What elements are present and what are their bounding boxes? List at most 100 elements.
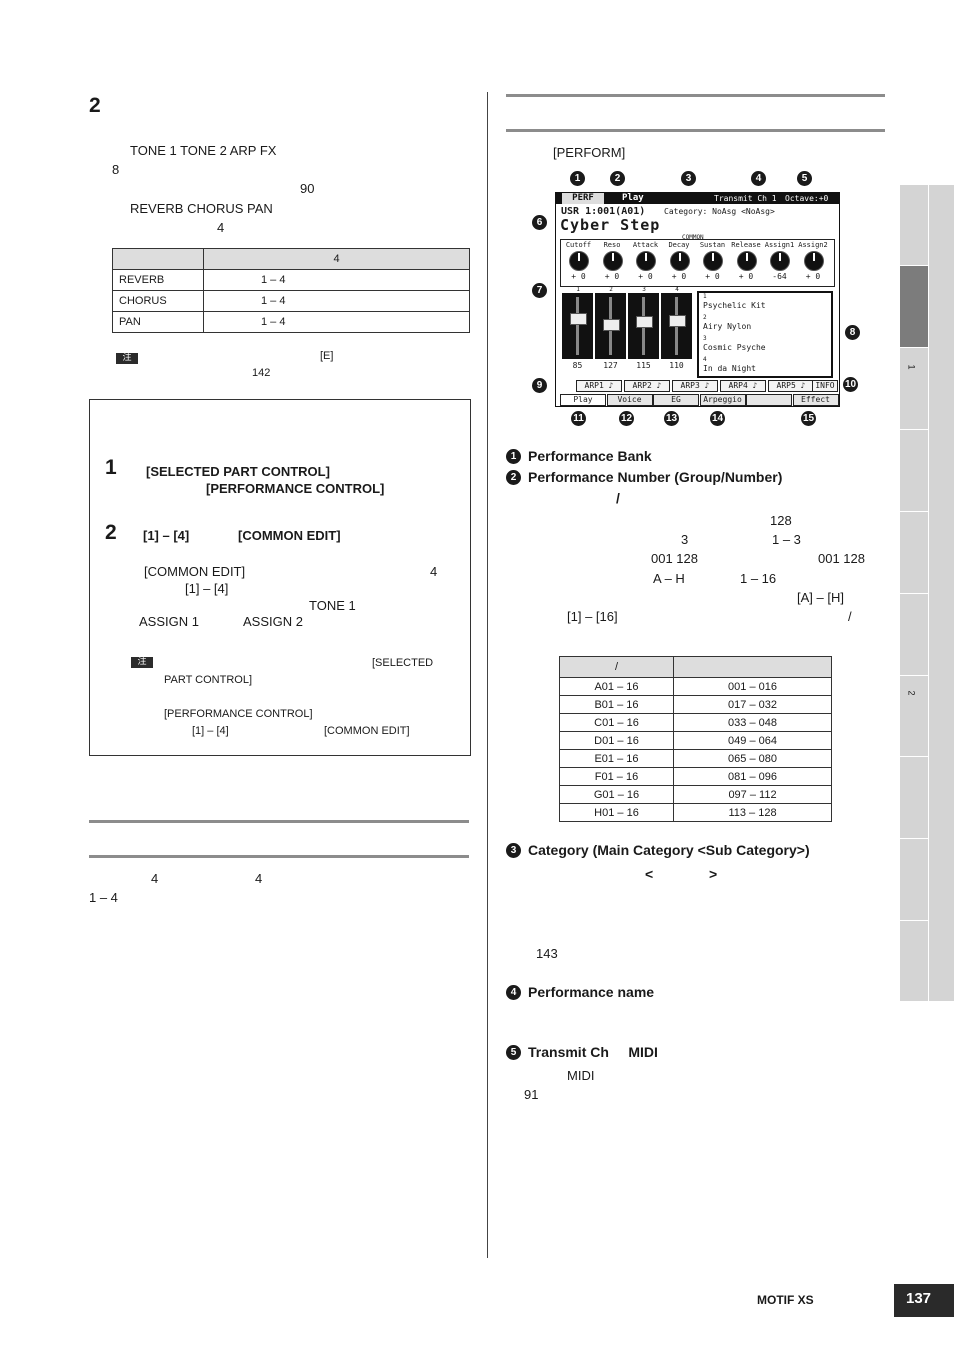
arp-switch[interactable]: ARP4 ♪ [720, 380, 766, 392]
knob-pointer [712, 253, 714, 261]
knob-icon[interactable] [669, 251, 690, 271]
callout-marker: 13 [664, 411, 679, 426]
table-cell: 1 – 4 [203, 269, 470, 291]
step-text: [SELECTED PART CONTROL] [146, 464, 330, 479]
slider-handle[interactable] [603, 319, 620, 331]
item-text: [1] – [16] [567, 609, 618, 624]
step-number: 2 [89, 94, 101, 117]
side-tab[interactable] [900, 839, 928, 921]
knob-icon[interactable] [636, 251, 656, 271]
table-cell: 033 – 048 [673, 713, 832, 732]
slider-value: 127 [603, 361, 618, 370]
side-tab[interactable]: 1 [900, 348, 928, 430]
note-text: [SELECTED [372, 657, 434, 669]
side-tab[interactable] [900, 430, 928, 512]
side-tab[interactable] [900, 185, 928, 266]
slider-value: 110 [669, 361, 684, 370]
table-cell: 065 – 080 [673, 749, 832, 768]
lcd-function-tab[interactable]: EG [653, 394, 699, 406]
page-number-box: 137 [894, 1284, 954, 1317]
voice-name[interactable]: Airy Nylon [703, 322, 752, 331]
lcd-octave: Octave:+0 [785, 194, 829, 203]
side-tab-active[interactable] [900, 266, 928, 348]
lcd-bank-number: USR 1:001(A01) [561, 206, 646, 217]
table-cell: CHORUS [112, 290, 204, 312]
item-heading: Performance Number (Group/Number) [528, 469, 783, 485]
knob-icon[interactable] [770, 251, 790, 271]
body-text: TONE 1 [309, 598, 356, 613]
item-marker: 2 [506, 470, 521, 485]
table-cell: F01 – 16 [559, 767, 674, 786]
lcd-mode-tab: PERF [562, 193, 604, 204]
lcd-function-tab[interactable]: Arpeggio [699, 394, 746, 406]
item-text: / [848, 609, 852, 624]
knob-pointer [611, 253, 614, 261]
side-tab[interactable]: 2 [900, 676, 928, 757]
paragraph-line: 8 [112, 162, 120, 177]
table-header [673, 656, 832, 678]
knob-label: Attack [632, 241, 659, 249]
arp-switch[interactable]: ARP5 ♪ [768, 380, 814, 392]
knob-icon[interactable] [602, 251, 623, 271]
body-text: 4 [151, 871, 159, 886]
voice-name[interactable]: Cosmic Psyche [703, 343, 766, 352]
lcd-function-tab[interactable]: Voice [606, 394, 653, 406]
callout-marker: 5 [797, 171, 812, 186]
side-tab[interactable] [900, 594, 928, 676]
perform-button-ref: [PERFORM] [553, 145, 626, 160]
section-rule [506, 94, 885, 97]
item-text: 001 128 [651, 551, 698, 566]
lcd-function-tab[interactable]: Play [560, 394, 606, 406]
item-text: 143 [536, 946, 558, 961]
table-cell: H01 – 16 [559, 803, 674, 822]
slider-value: 85 [572, 361, 583, 370]
table-cell: 049 – 064 [673, 731, 832, 750]
item-text: [A] – [H] [797, 590, 844, 605]
voice-name[interactable]: Psychelic Kit [703, 301, 766, 310]
lcd-common-label: COMMON [682, 234, 704, 241]
lcd-function-tab[interactable] [746, 394, 792, 406]
callout-marker: 11 [571, 411, 586, 426]
lcd-performance-name: Cyber Step [560, 216, 661, 234]
lcd-function-tab[interactable]: Effect [792, 394, 839, 406]
slider-channel [628, 293, 659, 359]
slider-handle[interactable] [669, 315, 686, 327]
paragraph-line: 4 [217, 220, 225, 235]
slider-handle[interactable] [570, 313, 587, 325]
step-text: [COMMON EDIT] [238, 528, 341, 543]
knob-value: + 0 [571, 272, 586, 281]
part-number: 3 [642, 286, 646, 293]
body-text: ASSIGN 1 [139, 614, 199, 629]
arp-switch[interactable]: ARP1 ♪ [576, 380, 622, 392]
knob-icon[interactable] [736, 251, 757, 271]
knob-icon[interactable] [703, 251, 723, 271]
voice-part-number: 2 [703, 314, 707, 321]
voice-name[interactable]: In da Night [703, 364, 756, 373]
table-row: PAN 1 – 4 [112, 311, 470, 333]
info-button[interactable]: INFO [812, 380, 838, 392]
callout-marker: 14 [710, 411, 725, 426]
knob-icon[interactable] [569, 251, 589, 271]
side-tab[interactable] [900, 512, 928, 594]
arp-switch[interactable]: ARP3 ♪ [672, 380, 718, 392]
side-index-strip [928, 185, 954, 1001]
body-text: 4 [430, 564, 438, 579]
arp-switch[interactable]: ARP2 ♪ [624, 380, 670, 392]
table-header [112, 248, 204, 270]
part-number: 2 [609, 286, 613, 293]
knob-label: Assign2 [798, 241, 828, 249]
knob-icon[interactable] [803, 251, 824, 271]
slider-handle[interactable] [636, 316, 653, 328]
slider-channel [595, 293, 626, 359]
knob-pointer [779, 253, 781, 261]
note-text: 142 [252, 367, 271, 379]
side-tab[interactable] [900, 757, 928, 839]
callout-marker: 6 [532, 215, 547, 230]
item-marker: 1 [506, 449, 521, 464]
side-tab[interactable] [900, 921, 928, 1002]
item-heading: Performance name [528, 984, 655, 1000]
